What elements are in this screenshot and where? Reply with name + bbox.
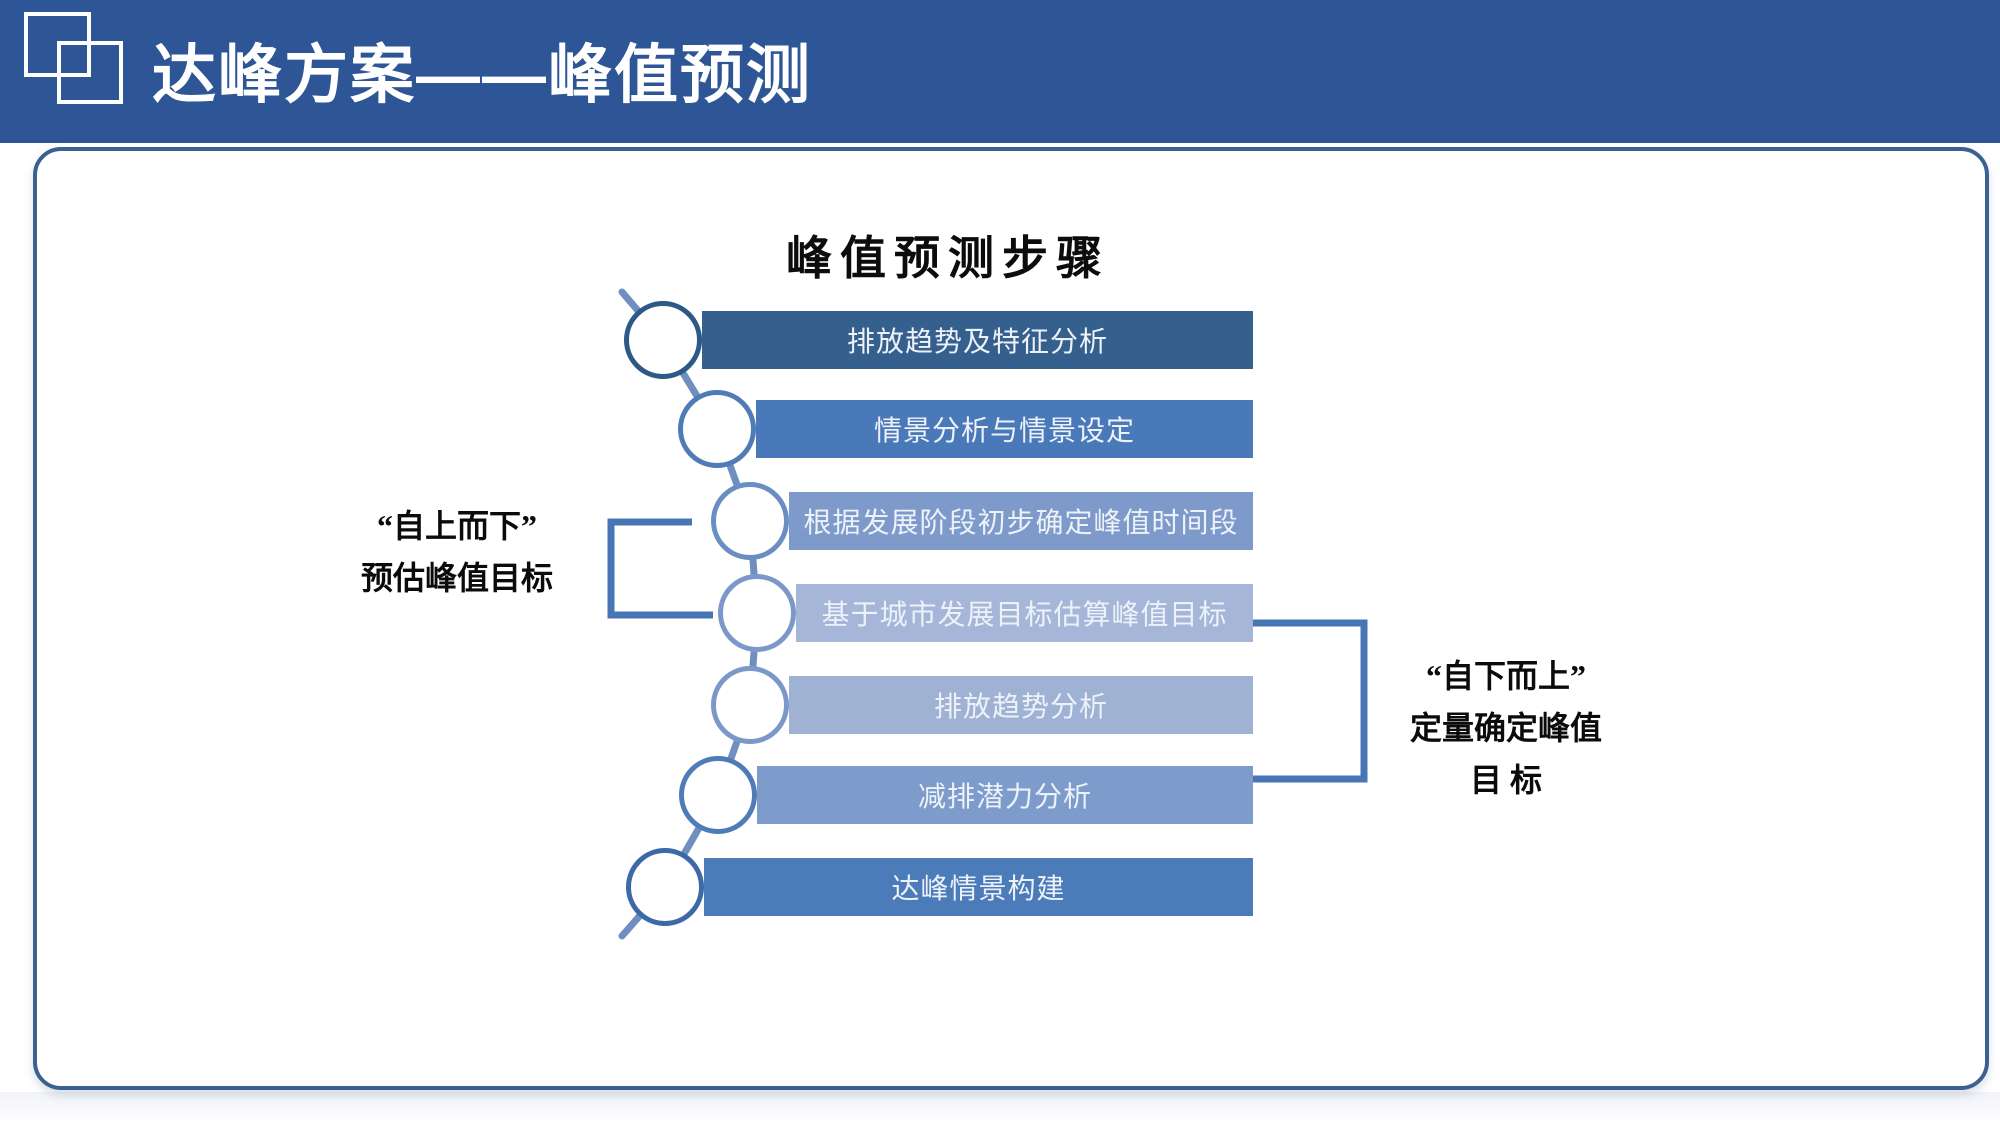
step-label-1: 排放趋势及特征分析 <box>846 327 1108 358</box>
step-bar-7: 达峰情景构建 <box>704 858 1253 916</box>
step-bar-1: 排放趋势及特征分析 <box>702 311 1253 369</box>
step-circle-6 <box>679 756 757 834</box>
step-label-3: 根据发展阶段初步确定峰值时间段 <box>803 508 1239 539</box>
step-circle-7 <box>626 848 704 926</box>
annotation-bottom-up-line2: 定量确定峰值 <box>1409 710 1602 746</box>
step-circle-4 <box>718 574 796 652</box>
overlapping-squares-icon <box>24 12 124 112</box>
annotation-bottom-up: “自下而上” 定量确定峰值 目 标 <box>1356 650 1656 806</box>
step-label-7: 达峰情景构建 <box>891 874 1066 905</box>
annotation-bottom-up-line3: 目 标 <box>1469 762 1542 798</box>
step-label-5: 排放趋势分析 <box>933 692 1108 723</box>
annotation-bottom-up-line1: “自下而上” <box>1425 658 1586 694</box>
step-label-2: 情景分析与情景设定 <box>873 416 1135 447</box>
step-label-4: 基于城市发展目标估算峰值目标 <box>821 600 1228 631</box>
step-circle-2 <box>678 390 756 468</box>
step-circle-3 <box>711 482 789 560</box>
annotation-top-down: “自上而下” 预估峰值目标 <box>307 500 607 604</box>
step-bar-2: 情景分析与情景设定 <box>756 400 1253 458</box>
slide-header: 达峰方案——峰值预测 <box>0 0 2000 143</box>
step-bar-3: 根据发展阶段初步确定峰值时间段 <box>789 492 1253 550</box>
left-bracket <box>607 518 713 619</box>
step-bar-5: 排放趋势分析 <box>789 676 1253 734</box>
step-bar-4: 基于城市发展目标估算峰值目标 <box>796 584 1253 642</box>
step-circle-5 <box>711 666 789 744</box>
step-bar-6: 减排潜力分析 <box>757 766 1253 824</box>
slide-title: 达峰方案——峰值预测 <box>152 39 812 111</box>
annotation-top-down-line2: 预估峰值目标 <box>360 560 553 596</box>
step-label-6: 减排潜力分析 <box>917 782 1092 813</box>
slide-bottom-strip <box>0 1092 2000 1126</box>
step-circle-1 <box>624 301 702 379</box>
right-bracket <box>1251 619 1368 783</box>
diagram-title: 峰值预测步骤 <box>786 233 1110 284</box>
annotation-top-down-line1: “自上而下” <box>376 508 537 544</box>
